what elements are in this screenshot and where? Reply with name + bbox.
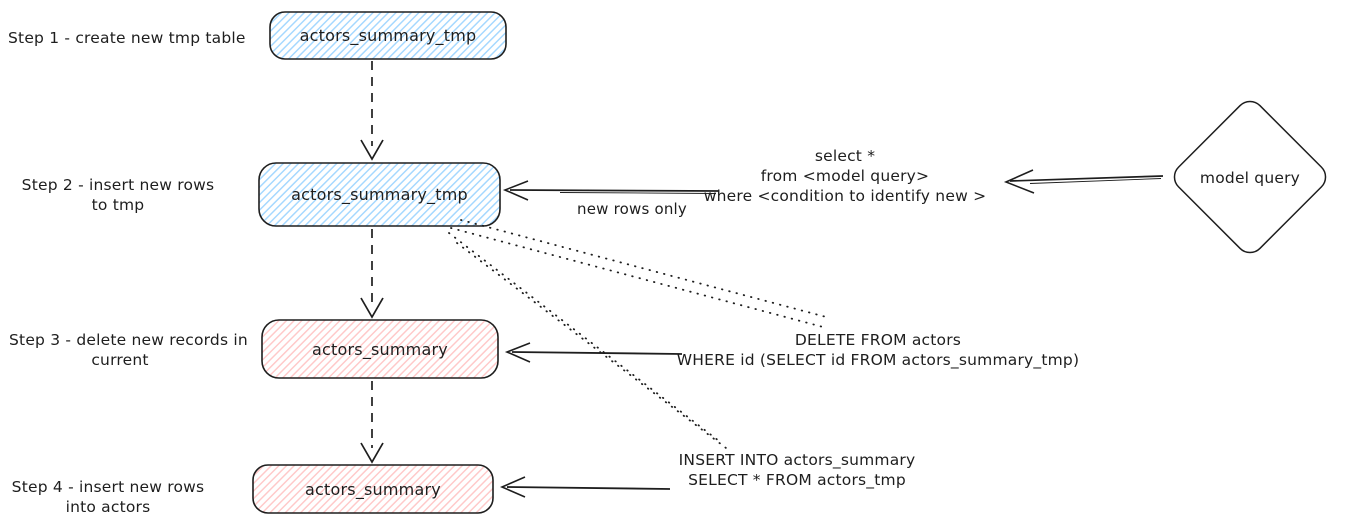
delete-sql-annotation: DELETE FROM actors WHERE id (SELECT id F… <box>668 330 1088 370</box>
model-query-diamond <box>1173 100 1327 254</box>
step2-label-line1: Step 2 - insert new rows <box>21 176 215 194</box>
step2-label-line2: to tmp <box>91 196 145 214</box>
step3-label: Step 3 - delete new records in current <box>9 330 248 370</box>
arrowhead-down-icon <box>360 139 384 161</box>
arrowhead-left-icon <box>504 342 531 363</box>
arrow-insert-to-step4 <box>499 476 671 498</box>
step3-box-label: actors_summary <box>312 340 448 359</box>
step4-label-line2: into actors <box>65 498 151 516</box>
step4-label: Step 4 - insert new rows into actors <box>8 477 208 517</box>
arrowhead-left-icon <box>499 476 526 498</box>
step2-table-box <box>258 162 501 227</box>
step3-table-box <box>261 319 499 379</box>
dotted-link-step2-to-delete-sql <box>450 219 831 328</box>
model-query-label: model query <box>1199 169 1301 187</box>
step1-table-box <box>269 11 507 60</box>
step2-box-label: actors_summary_tmp <box>291 185 468 204</box>
select-query-line3: where <condition to identify new > <box>703 187 987 205</box>
delete-sql-line1: DELETE FROM actors <box>794 331 962 349</box>
step4-label-line1: Step 4 - insert new rows <box>11 478 205 496</box>
insert-sql-line1: INSERT INTO actors_summary <box>678 451 916 469</box>
arrowhead-left-icon <box>1003 169 1035 194</box>
select-query-line1: select * <box>814 147 876 165</box>
flow-arrow-step3-step4 <box>360 381 384 464</box>
arrowhead-down-icon <box>360 297 384 319</box>
step3-label-line1: Step 3 - delete new records in <box>9 331 248 349</box>
delete-sql-line2: WHERE id (SELECT id FROM actors_summary_… <box>676 351 1080 369</box>
flow-arrow-step2-step3 <box>360 229 384 319</box>
insert-sql-line2: SELECT * FROM actors_tmp <box>688 471 906 489</box>
select-query-line2: from <model query> <box>760 167 930 185</box>
step4-table-box <box>252 464 494 514</box>
step2-label: Step 2 - insert new rows to tmp <box>18 175 218 215</box>
arrow-select-to-step2 <box>502 180 719 201</box>
step1-label: Step 1 - create new tmp table <box>8 29 246 47</box>
select-query-annotation: select * from <model query> where <condi… <box>695 146 995 206</box>
new-rows-only-label: new rows only <box>577 200 687 218</box>
step1-box-label: actors_summary_tmp <box>299 26 477 45</box>
insert-sql-annotation: INSERT INTO actors_summary SELECT * FROM… <box>647 450 947 490</box>
step3-label-line2: current <box>91 351 149 369</box>
flow-arrow-step1-step2 <box>360 61 384 161</box>
arrowhead-left-icon <box>502 180 529 201</box>
step4-box-label: actors_summary <box>305 480 441 499</box>
arrow-diamond-to-select <box>1003 169 1164 194</box>
arrow-delete-to-step3 <box>504 342 683 363</box>
arrowhead-down-icon <box>360 442 384 464</box>
